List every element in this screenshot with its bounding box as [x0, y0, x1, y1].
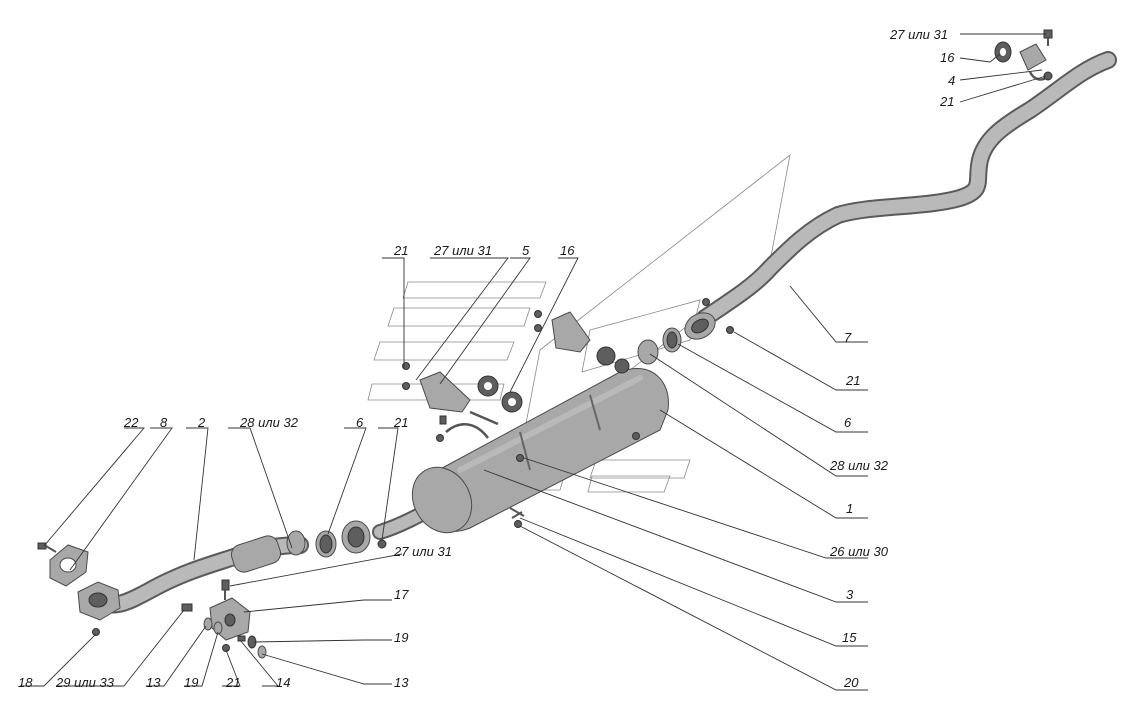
ring-6-right: [662, 327, 682, 353]
label-21-bottom: 21: [225, 675, 240, 690]
label-1: 1: [846, 501, 853, 516]
label-2: 2: [197, 415, 206, 430]
label-19-right: 19: [394, 630, 408, 645]
label-4: 4: [948, 73, 955, 88]
label-3: 3: [846, 587, 854, 602]
label-6-left: 6: [356, 415, 364, 430]
label-15: 15: [842, 630, 857, 645]
nuts-misc: [377, 298, 734, 549]
label-26-30: 26 или 30: [829, 544, 889, 559]
cushion-16-top: [994, 41, 1012, 63]
bracket-4-top: [1019, 43, 1049, 81]
nut-21-top: [1043, 71, 1053, 81]
label-14: 14: [276, 675, 290, 690]
label-21-top: 21: [939, 94, 954, 109]
label-21-mid: 21: [393, 243, 408, 258]
bracket-upper-mid: [551, 311, 591, 353]
bolt-22: [37, 542, 57, 553]
label-19-bottom: 19: [184, 675, 198, 690]
label-8: 8: [160, 415, 168, 430]
label-20: 20: [843, 675, 859, 690]
label-17: 17: [394, 587, 409, 602]
label-13-bottom: 13: [146, 675, 161, 690]
hanger-hook-muffler: [445, 410, 499, 439]
muffler: [411, 367, 669, 534]
label-7: 7: [844, 330, 852, 345]
clamp-28-right: [637, 339, 659, 365]
front-flange: [77, 581, 121, 621]
label-27-31-top: 27 или 31: [889, 27, 948, 42]
label-16-mid: 16: [560, 243, 575, 258]
label-21-left: 21: [393, 415, 408, 430]
label-18: 18: [18, 675, 33, 690]
flange-intermediate: [341, 520, 371, 554]
tail-pipe: [684, 51, 1117, 340]
label-13-right: 13: [394, 675, 409, 690]
label-6-right: 6: [844, 415, 852, 430]
leader-lines: [20, 33, 1047, 691]
label-5: 5: [522, 243, 530, 258]
label-29-33: 29 или 33: [55, 675, 115, 690]
callout-labels: 27 или 31 16 4 21 21 27 или 31 5 16 7 21…: [18, 27, 955, 690]
label-21-right: 21: [845, 373, 860, 388]
label-27-31-mid: 27 или 31: [433, 243, 492, 258]
bracket-5: [419, 371, 471, 413]
cushion-16-mid-a: [477, 375, 499, 397]
label-28-32-right: 28 или 32: [829, 458, 889, 473]
bolt-27-top: [1043, 29, 1053, 46]
ring-6-left: [315, 530, 337, 558]
cushion-16-mid-b: [501, 391, 523, 413]
label-28-32-left: 28 или 32: [239, 415, 299, 430]
gasket-8: [49, 544, 89, 587]
label-27-31-low: 27 или 31: [393, 544, 452, 559]
clamp-top-rear: [221, 579, 230, 600]
label-16-top: 16: [940, 50, 955, 65]
cushion-mid-right: [596, 346, 630, 374]
label-22: 22: [123, 415, 139, 430]
front-pipe: [89, 530, 309, 614]
